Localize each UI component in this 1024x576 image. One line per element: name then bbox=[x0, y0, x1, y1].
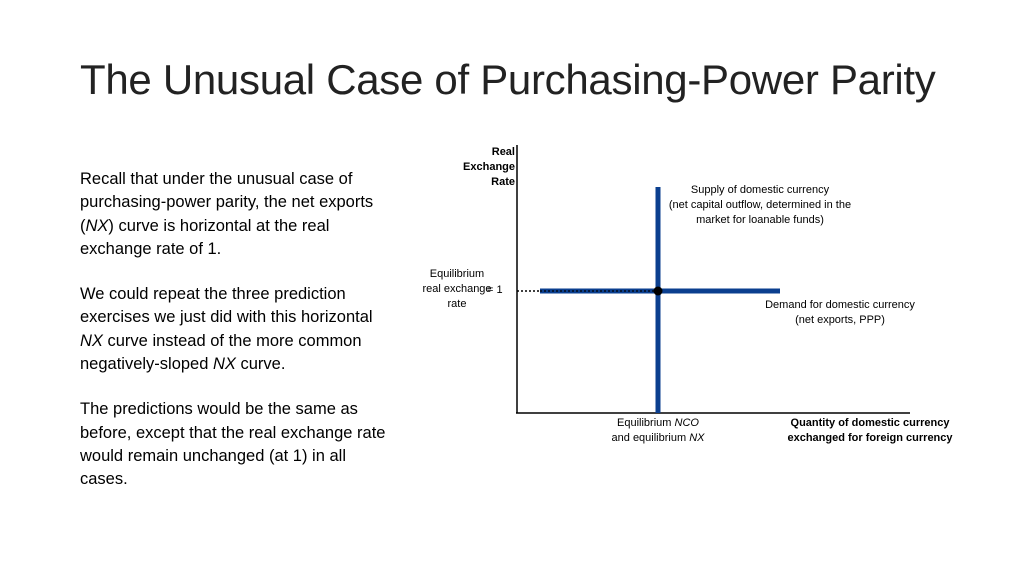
eq-nco-term: NCO bbox=[674, 417, 699, 429]
y-axis-label-line-3: Rate bbox=[491, 176, 515, 188]
supply-label-line-1: Supply of domestic currency bbox=[690, 184, 830, 196]
p1-nx-term: NX bbox=[85, 216, 109, 235]
eq-rate-label-line-1: Equilibrium bbox=[429, 268, 485, 280]
y-axis-label-line-1: Real bbox=[491, 146, 515, 158]
x-axis-label-line-2: exchanged for foreign currency bbox=[787, 432, 953, 444]
supply-label-line-2: (net capital outflow, determined in the bbox=[668, 199, 852, 211]
body-text: Recall that under the unusual case of pu… bbox=[80, 168, 398, 514]
eq-rate-label-line-3: rate bbox=[447, 298, 467, 310]
eq-nco-pre: Equilibrium bbox=[617, 417, 675, 429]
p2-nx-term-1: NX bbox=[80, 331, 103, 350]
paragraph-2: We could repeat the three prediction exe… bbox=[80, 283, 398, 376]
slide-title: The Unusual Case of Purchasing-Power Par… bbox=[80, 56, 936, 103]
demand-label-line-1: Demand for domestic currency bbox=[765, 299, 915, 311]
equilibrium-rate-label: Equilibrium real exchange rate bbox=[408, 267, 506, 312]
paragraph-1: Recall that under the unusual case of pu… bbox=[80, 168, 398, 261]
demand-curve-label: Demand for domestic currency (net export… bbox=[748, 298, 932, 328]
equilibrium-point bbox=[653, 286, 663, 296]
demand-label-line-2: (net exports, PPP) bbox=[795, 314, 885, 326]
p2-nx-term-2: NX bbox=[213, 355, 236, 374]
supply-label-line-3: market for loanable funds) bbox=[696, 214, 824, 226]
eq-nx-line: and equilibrium NX bbox=[592, 431, 724, 446]
x-axis-label-line-1: Quantity of domestic currency bbox=[790, 417, 950, 429]
equilibrium-quantity-label: Equilibrium NCO and equilibrium NX bbox=[592, 416, 724, 446]
eq-nx-term: NX bbox=[689, 432, 705, 444]
equilibrium-rate-value: = 1 bbox=[487, 284, 503, 296]
eq-nx-pre: and equilibrium bbox=[611, 432, 690, 444]
paragraph-3: The predictions would be the same as bef… bbox=[80, 400, 386, 489]
p1-text-c: ) curve is horizontal at the real exchan… bbox=[80, 216, 330, 258]
p2-text-e: curve. bbox=[235, 355, 286, 374]
p2-text-c: curve instead of the more common negativ… bbox=[80, 331, 362, 374]
eq-nco-line: Equilibrium NCO bbox=[592, 416, 724, 431]
y-axis-label: Real Exchange Rate bbox=[455, 145, 515, 190]
x-axis-label: Quantity of domestic currency exchanged … bbox=[780, 416, 960, 446]
supply-curve-label: Supply of domestic currency (net capital… bbox=[645, 183, 875, 228]
y-axis-label-line-2: Exchange bbox=[463, 161, 515, 173]
p1-text-a: Recall that under the unusual case of pu… bbox=[80, 170, 374, 235]
p2-text-a: We could repeat the three prediction exe… bbox=[80, 285, 373, 327]
eq-rate-label-line-2: real exchange bbox=[422, 283, 492, 295]
